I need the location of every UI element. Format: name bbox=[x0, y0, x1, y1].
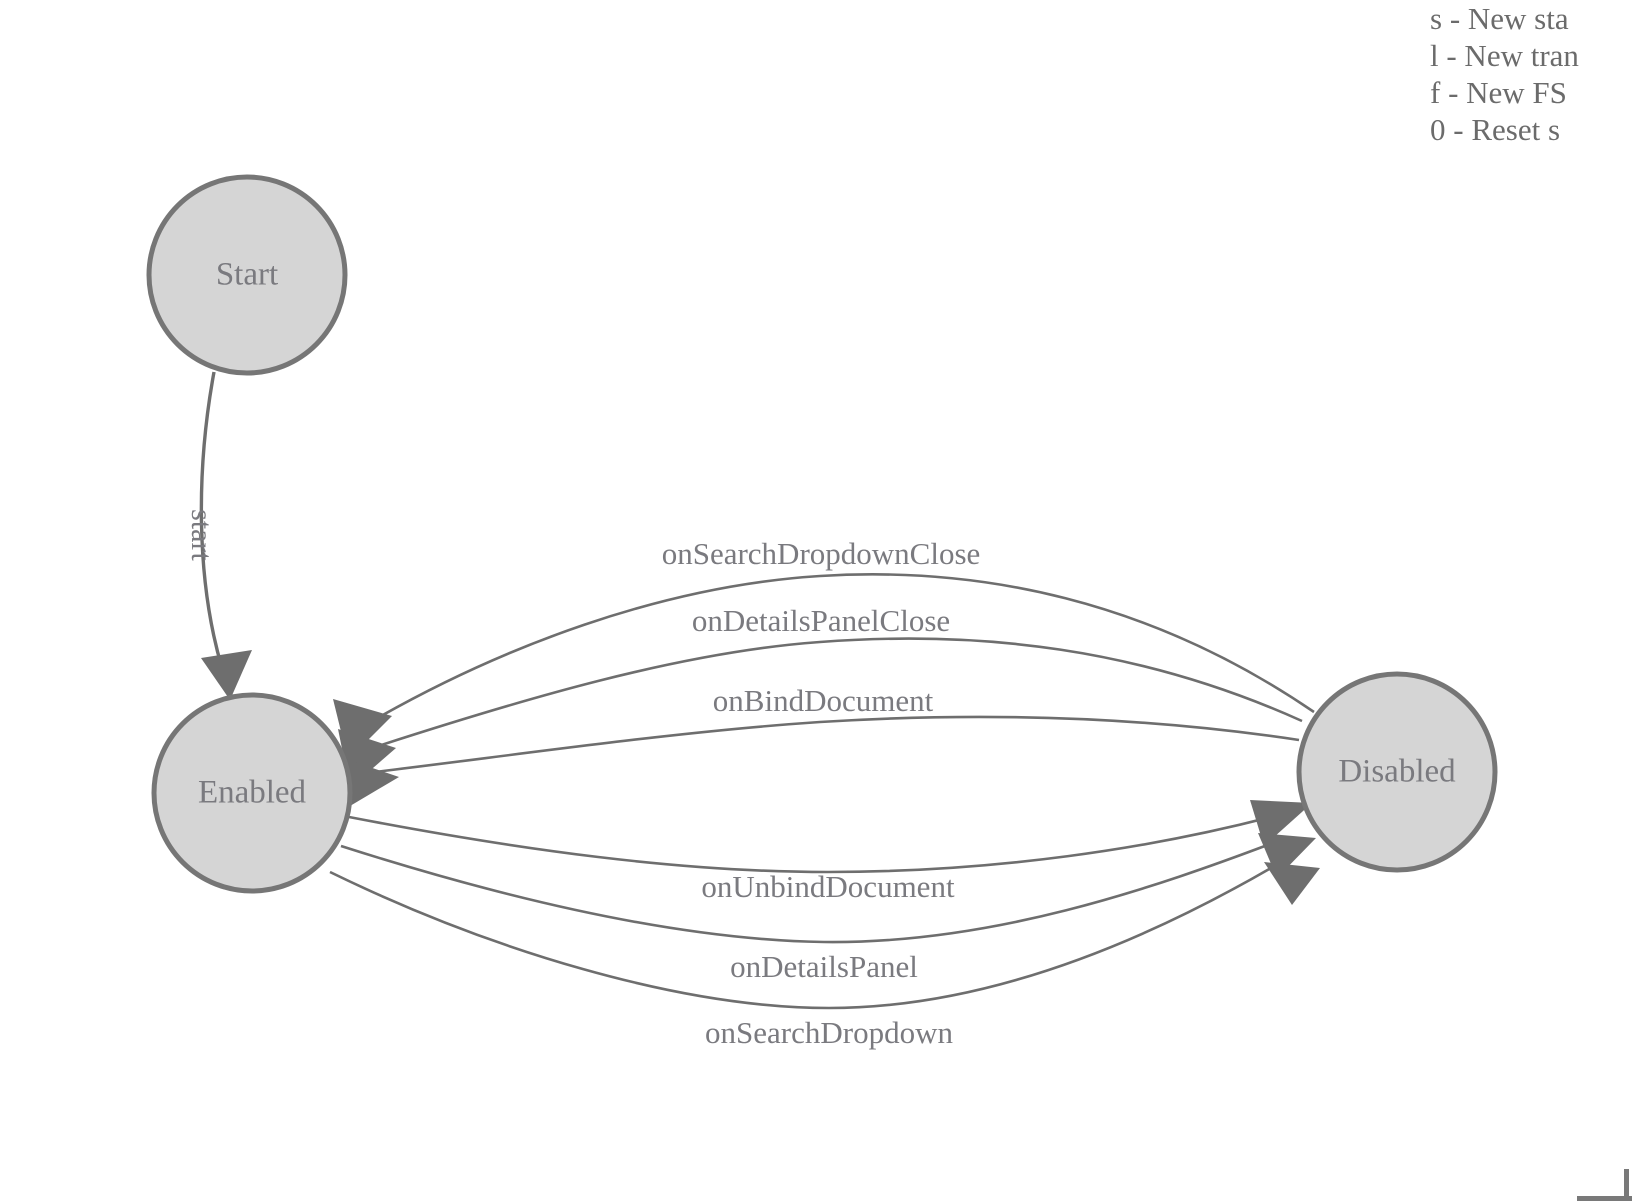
arrowhead-start bbox=[201, 650, 252, 700]
edge-path-onDetailsPanelClose[interactable] bbox=[371, 637, 1303, 750]
node-disabled-circle[interactable] bbox=[1296, 671, 1498, 873]
node-enabled-label: Enabled bbox=[198, 775, 307, 811]
legend-line-new-state: s - New sta bbox=[1430, 1, 1569, 36]
arrowhead-onBindDocument bbox=[343, 758, 399, 806]
node-disabled-label: Disabled bbox=[1338, 754, 1456, 790]
edge-path-onUnbindDocument[interactable] bbox=[348, 810, 1291, 874]
edge-group-start-to-enabled bbox=[199, 371, 252, 700]
edge-path-onBindDocument[interactable] bbox=[349, 715, 1300, 777]
edge-label-start: start bbox=[185, 509, 218, 561]
edge-path-onSearchDropdownClose[interactable] bbox=[373, 573, 1315, 722]
legend-line-new-fsm: f - New FS bbox=[1430, 75, 1567, 110]
node-disabled[interactable]: Disabled bbox=[1296, 671, 1498, 873]
node-start[interactable]: Start bbox=[146, 174, 348, 376]
edge-group-disabled-to-enabled bbox=[333, 573, 1315, 806]
edge-label-onDetailsPanelClose: onDetailsPanelClose bbox=[692, 603, 950, 638]
edge-label-onBindDocument: onBindDocument bbox=[713, 683, 934, 718]
edge-path-start[interactable] bbox=[199, 371, 224, 669]
edge-label-onSearchDropdownClose: onSearchDropdownClose bbox=[662, 536, 981, 571]
node-start-label: Start bbox=[216, 257, 278, 293]
edge-label-onDetailsPanel: onDetailsPanel bbox=[730, 949, 918, 984]
legend-line-reset: 0 - Reset s bbox=[1430, 112, 1561, 147]
arrowhead-onSearchDropdown bbox=[1264, 862, 1320, 905]
legend-line-new-transition: l - New tran bbox=[1430, 38, 1579, 73]
keyboard-shortcut-legend: s - New sta l - New tran f - New FS 0 - … bbox=[1430, 0, 1632, 148]
edge-path-onDetailsPanel[interactable] bbox=[340, 836, 1287, 944]
edge-path-onSearchDropdown[interactable] bbox=[329, 856, 1289, 1010]
edge-labels: start onSearchDropdownClose onDetailsPan… bbox=[185, 509, 980, 1050]
edge-label-onUnbindDocument: onUnbindDocument bbox=[701, 869, 955, 904]
node-start-circle[interactable] bbox=[146, 174, 348, 376]
edge-label-onSearchDropdown: onSearchDropdown bbox=[705, 1015, 953, 1050]
node-enabled[interactable]: Enabled bbox=[151, 692, 353, 894]
scrollbar-horizontal-thumb[interactable] bbox=[1577, 1196, 1632, 1201]
scrollbar-vertical-thumb[interactable] bbox=[1624, 1169, 1629, 1201]
edge-group-enabled-to-disabled bbox=[329, 800, 1320, 1010]
node-enabled-circle[interactable] bbox=[151, 692, 353, 894]
